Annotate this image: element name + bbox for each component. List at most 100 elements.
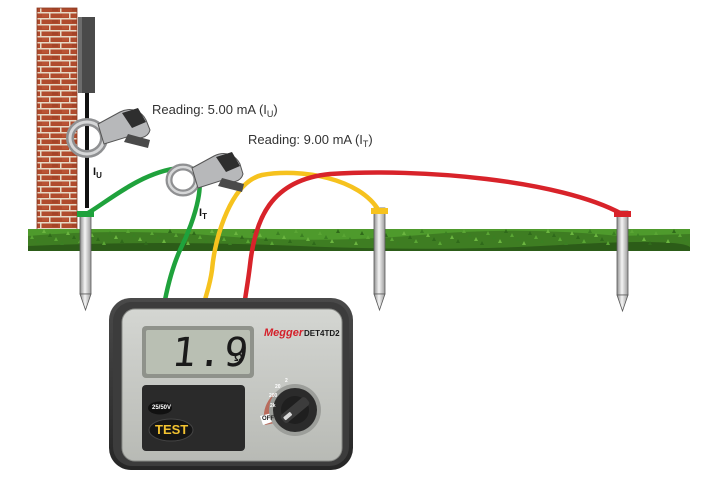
ground-grass [28, 229, 690, 251]
grass-tuft [330, 239, 334, 243]
dial-range-200: 200 [269, 393, 278, 399]
grass-tuft [144, 241, 148, 245]
grass-tuft [48, 233, 52, 237]
grass-tuft [540, 239, 544, 243]
grass-tuft [198, 235, 202, 239]
yellow-lead [202, 170, 382, 303]
grass-tuft [462, 229, 466, 233]
grass-tuft [426, 233, 430, 237]
grass-tuft [480, 241, 484, 245]
grass-tuft [276, 231, 280, 235]
grass-tuft [42, 229, 46, 233]
grass-tuft [414, 239, 418, 243]
grass-tuft [342, 233, 346, 237]
grass-tuft [306, 237, 310, 241]
grass-tuft [528, 231, 532, 235]
grass-tuft [102, 241, 106, 245]
grass-tuft [396, 241, 400, 245]
grass-tuft [204, 239, 208, 243]
grass-tuft [156, 235, 160, 239]
grass-tuft [510, 233, 514, 237]
dial-range-2: 2 [285, 378, 288, 384]
grass-tuft [450, 235, 454, 239]
grass-tuft [588, 229, 592, 233]
grass-tuft [420, 229, 424, 233]
grass-tuft [234, 231, 238, 235]
grass-tuft [354, 241, 358, 245]
grass-tuft [192, 231, 196, 235]
grass-tuft [594, 233, 598, 237]
potential-spike-p [371, 207, 388, 312]
grass-tuft [108, 231, 112, 235]
grass-tuft [534, 235, 538, 239]
grass-tuft [294, 229, 298, 233]
grass-tuft [300, 233, 304, 237]
grass-tuft [348, 237, 352, 241]
grass-tuft [576, 235, 580, 239]
grass-tuft [390, 237, 394, 241]
grass-tuft [288, 239, 292, 243]
grass-tuft [432, 237, 436, 241]
grass-tuft [270, 241, 274, 245]
grass-tuft [444, 231, 448, 235]
earth-tester [109, 298, 353, 470]
current-spike-c [614, 210, 631, 313]
grass-tuft [132, 233, 136, 237]
grass-tuft [210, 229, 214, 233]
display-unit: Ω [234, 352, 243, 364]
test-button[interactable]: TEST [155, 422, 189, 437]
grass-tuft [648, 241, 652, 245]
grass-tuft [630, 229, 634, 233]
grass-tuft [366, 235, 370, 239]
red-lead [242, 170, 625, 303]
grass-tuft [516, 237, 520, 241]
grass-tuft [582, 239, 586, 243]
clamp-u-label: IU [93, 166, 102, 180]
grass-tuft [654, 231, 658, 235]
grass-tuft [600, 237, 604, 241]
grass-tuft [186, 241, 190, 245]
grass-tuft [606, 241, 610, 245]
earth-electrode-e [77, 211, 94, 312]
grass-tuft [558, 237, 562, 241]
grass-tuft [54, 237, 58, 241]
grass-tuft [222, 237, 226, 241]
grass-tuft [258, 233, 262, 237]
brand-logo: Megger [264, 327, 304, 339]
grass-tuft [678, 233, 682, 237]
grass-tuft [162, 239, 166, 243]
grass-tuft [60, 241, 64, 245]
grass-tuft [36, 239, 40, 243]
grass-tuft [612, 231, 616, 235]
grass-tuft [456, 239, 460, 243]
dial-off-label: OFF [262, 416, 274, 422]
grass-tuft [402, 231, 406, 235]
grass-tuft [324, 235, 328, 239]
grass-tuft [318, 231, 322, 235]
reading-u-label: Reading: 5.00 mA (IU) [152, 102, 278, 119]
grass-tuft [408, 235, 412, 239]
grass-tuft [684, 237, 688, 241]
dial-range-20: 20 [275, 384, 281, 390]
grass-tuft [120, 239, 124, 243]
grass-tuft [474, 237, 478, 241]
grass-tuft [246, 239, 250, 243]
grass-tuft [126, 229, 130, 233]
grass-tuft [504, 229, 508, 233]
dial-range-2k: 2k [270, 403, 276, 409]
grass-tuft [240, 235, 244, 239]
grass-tuft [336, 229, 340, 233]
grass-tuft [546, 229, 550, 233]
grass-tuft [642, 237, 646, 241]
grass-tuft [498, 239, 502, 243]
grass-tuft [570, 231, 574, 235]
clamp-t-label: IT [199, 207, 207, 221]
grass-tuft [168, 229, 172, 233]
voltage-button[interactable]: 25/50V [152, 405, 172, 411]
grass-tuft [360, 231, 364, 235]
grass-tuft [438, 241, 442, 245]
grass-tuft [492, 235, 496, 239]
clamp-u [66, 108, 151, 158]
grass-tuft [66, 231, 70, 235]
